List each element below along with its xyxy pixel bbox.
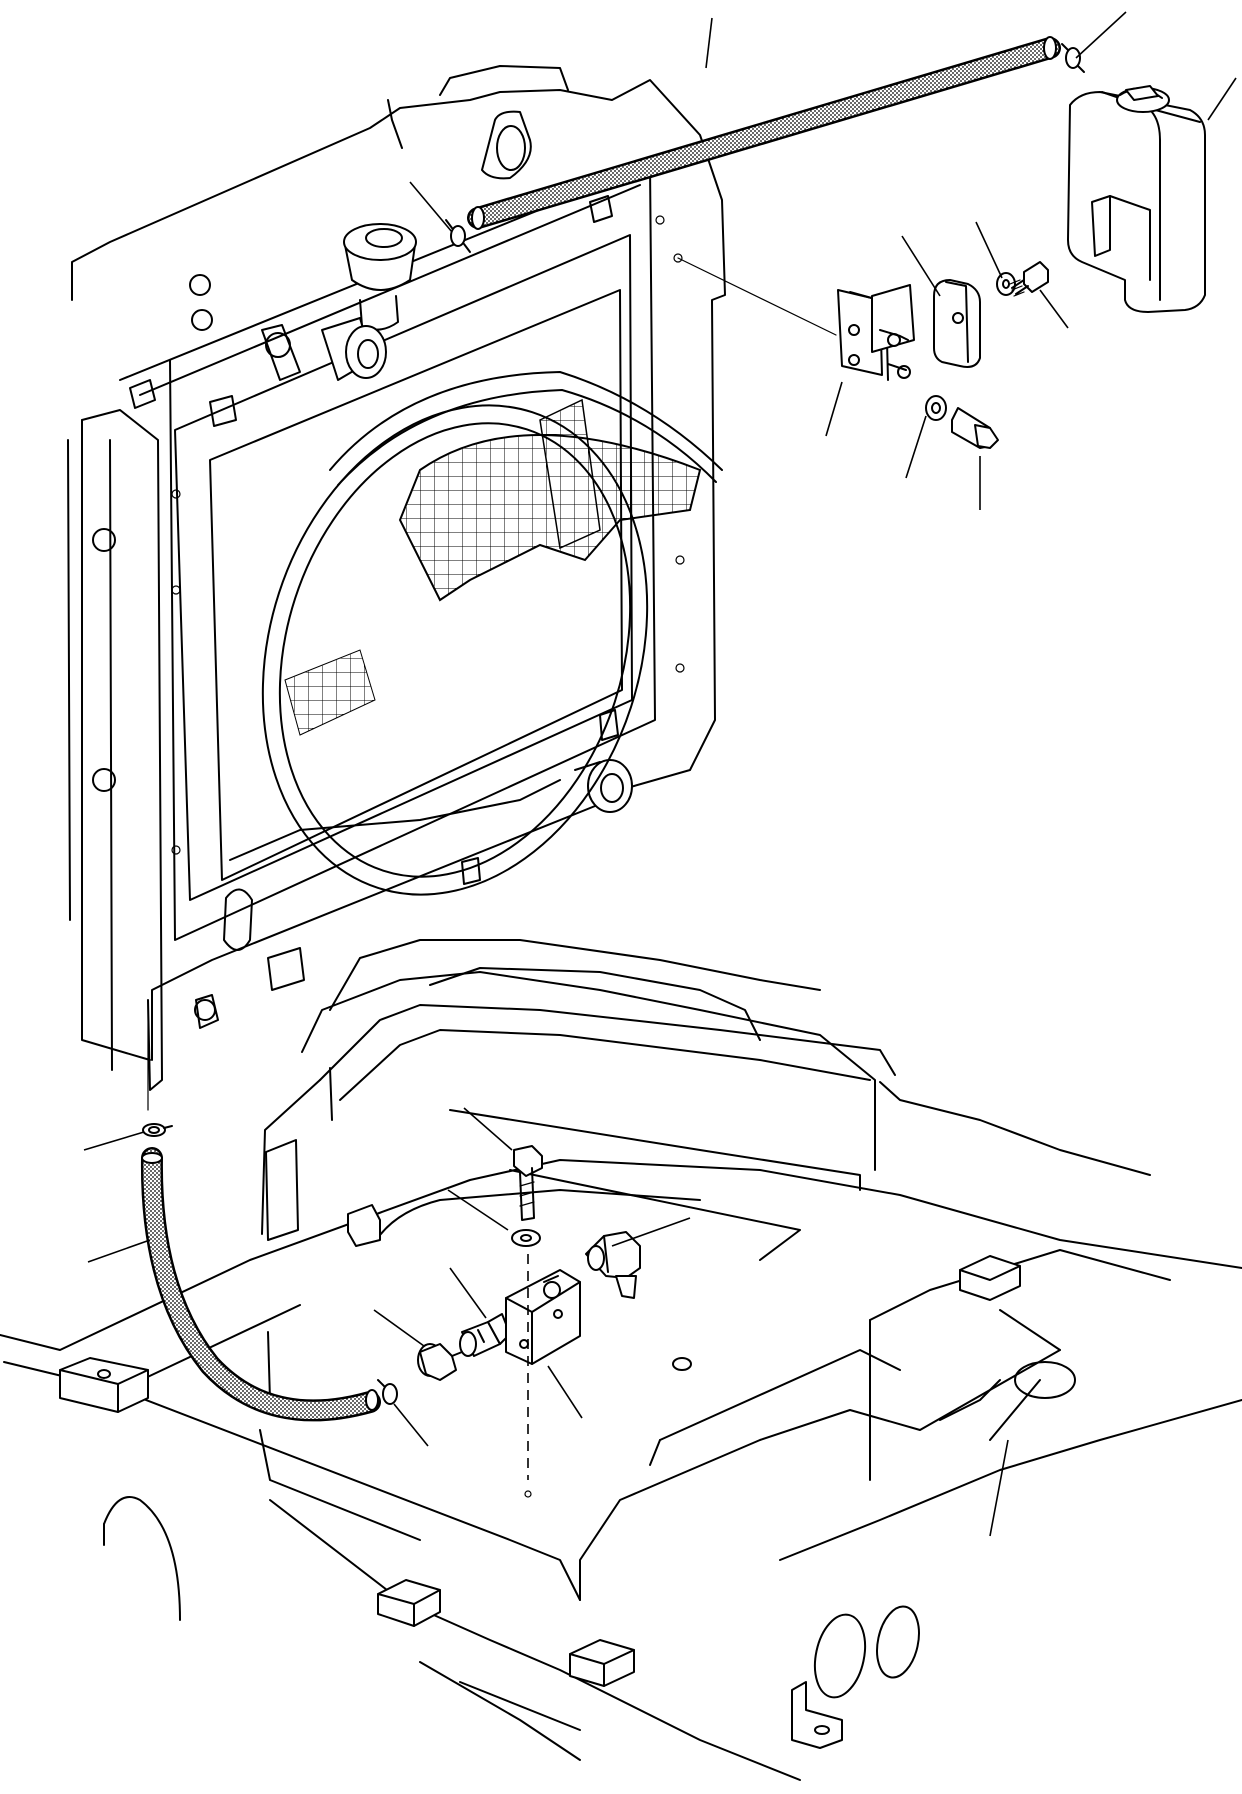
elbow-fitting: [585, 1231, 641, 1299]
bolt: [513, 1145, 543, 1221]
bolt: [951, 407, 999, 449]
radiator-cap: [343, 223, 417, 331]
hose-clamp-upper-right: [1061, 43, 1085, 73]
drain-valve-body: [459, 1313, 511, 1357]
valve-bracket: [505, 1269, 581, 1365]
hose-clamp-lower-top: [142, 1123, 173, 1137]
alignment-line: [677, 257, 837, 336]
coolant-reserve-tank: [1067, 85, 1206, 313]
hose-clamp-lower-bottom: [377, 1379, 398, 1405]
radiator-assembly: [67, 65, 726, 1091]
washer: [511, 1229, 541, 1247]
washer: [925, 395, 947, 421]
fan-shroud: [229, 371, 723, 896]
upper-overflow-hose: [467, 36, 1061, 230]
bolt: [1009, 261, 1049, 297]
hose-clamp-upper-left: [445, 219, 471, 253]
drain-valve: [417, 1343, 463, 1381]
machine-frame: [0, 939, 1242, 1781]
tank-bracket: [837, 279, 981, 381]
washer: [996, 272, 1016, 296]
callout-leaders: [83, 11, 1237, 1537]
lower-drain-hose: [140, 1147, 381, 1422]
